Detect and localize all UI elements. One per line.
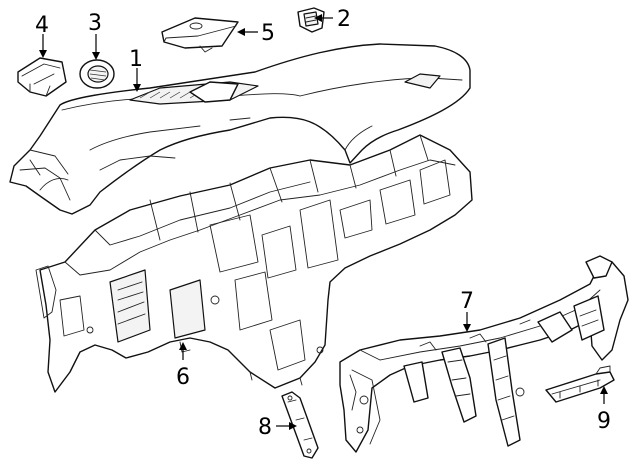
callout-7: 7 — [460, 289, 474, 314]
callout-1: 1 — [129, 47, 143, 72]
side-air-vent — [79, 59, 115, 89]
callout-2: 2 — [337, 7, 351, 32]
callout-6: 6 — [176, 365, 190, 390]
callout-5: 5 — [261, 21, 275, 46]
instrument-panel-upper-pad — [9, 43, 471, 215]
mounting-bracket — [545, 365, 615, 403]
callout-4: 4 — [35, 13, 49, 38]
callout-labels: 1 2 3 4 5 6 7 8 9 — [35, 7, 611, 440]
callout-8: 8 — [258, 415, 272, 440]
support-bracket — [281, 391, 319, 459]
callout-3: 3 — [88, 11, 102, 36]
center-cover-panel — [161, 17, 239, 53]
end-cap — [17, 57, 67, 97]
defroster-grille — [297, 7, 325, 33]
callout-9: 9 — [597, 409, 611, 434]
instrument-panel-carrier — [35, 134, 473, 393]
callout-leaders — [39, 14, 608, 430]
cross-car-beam — [339, 255, 629, 453]
